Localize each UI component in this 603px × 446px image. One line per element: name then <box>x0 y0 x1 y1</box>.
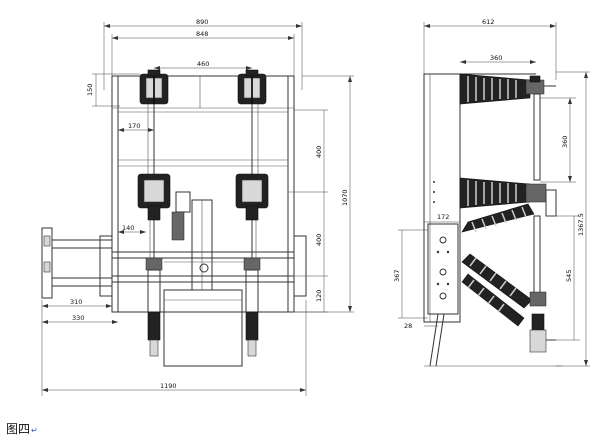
dim-1070: 1070 <box>341 189 349 206</box>
dim-150: 150 <box>86 84 94 96</box>
top-insulator-left <box>139 69 169 105</box>
dim-890: 890 <box>196 18 208 26</box>
dim-170: 170 <box>128 122 140 130</box>
mid-insulator-right <box>235 173 269 221</box>
dim-848: 848 <box>196 30 208 38</box>
fuse-left <box>145 257 163 357</box>
mounting-plate <box>427 223 459 315</box>
fuse-right <box>243 257 261 357</box>
dim-360-vertical: 360 <box>561 136 569 148</box>
caption-text: 图四 <box>6 422 31 436</box>
middle-fins <box>459 177 531 209</box>
dim-140: 140 <box>122 224 134 232</box>
diagonal-insulator-upper <box>461 203 535 233</box>
paragraph-mark: ↵ <box>31 426 38 435</box>
dim-400-upper: 400 <box>315 146 323 158</box>
upper-fins <box>459 73 531 105</box>
dim-1367-5: 1367.5 <box>577 213 585 236</box>
dim-460: 460 <box>197 60 209 68</box>
front-view: 890 848 460 150 170 <box>41 18 354 396</box>
dim-120: 120 <box>315 290 323 302</box>
dim-330: 330 <box>72 314 84 322</box>
dim-360-top: 360 <box>490 54 502 62</box>
mid-insulator-left <box>137 173 171 221</box>
side-view: 612 360 360 <box>393 18 590 367</box>
diagonal-insulator-lower <box>461 253 533 327</box>
dim-367: 367 <box>393 270 401 282</box>
dim-612: 612 <box>482 18 494 26</box>
dim-28: 28 <box>404 322 412 330</box>
top-insulator-right <box>237 69 267 105</box>
dim-172: 172 <box>437 213 449 221</box>
technical-drawing: 890 848 460 150 170 <box>41 18 590 396</box>
operating-shaft <box>41 227 307 299</box>
dim-545: 545 <box>565 270 573 282</box>
dim-400-lower: 400 <box>315 234 323 246</box>
dim-310: 310 <box>70 298 82 306</box>
center-mechanism <box>171 191 213 291</box>
dim-1190: 1190 <box>160 382 177 390</box>
figure-caption: 图四↵ <box>6 420 38 437</box>
